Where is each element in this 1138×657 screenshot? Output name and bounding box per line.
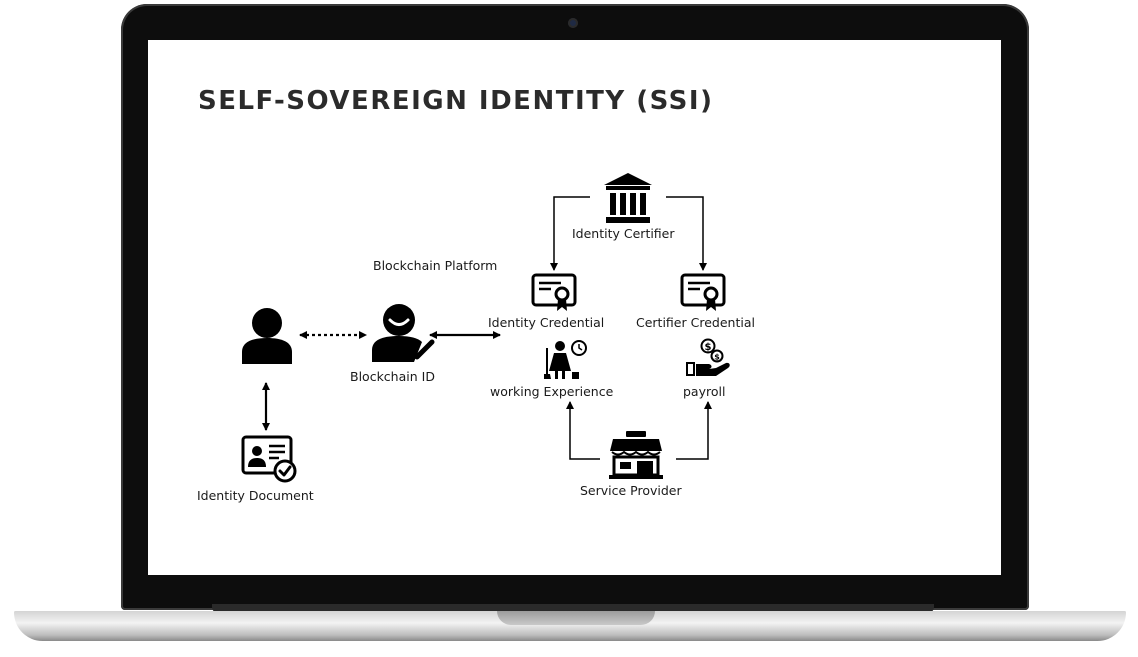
identity-certifier-label: Identity Certifier	[572, 226, 675, 241]
user-silhouette-icon	[242, 308, 292, 364]
working-experience-label: working Experience	[490, 384, 614, 399]
id-card-check-icon	[241, 435, 297, 483]
laptop-hinge	[212, 604, 934, 613]
slide-title: SELF-SOVEREIGN IDENTITY (SSI)	[198, 86, 714, 116]
connector-lines	[262, 196, 712, 460]
bank-building-icon	[604, 173, 652, 223]
blockchain-id-label: Blockchain ID	[350, 369, 435, 384]
laptop-open-notch	[497, 611, 655, 625]
slide-screen: SELF-SOVEREIGN IDENTITY (SSI)	[148, 40, 1001, 575]
identity-document-label: Identity Document	[197, 488, 314, 503]
certificate-icon	[680, 273, 726, 311]
worker-clock-icon	[544, 340, 587, 379]
arrow-provider-to-payroll	[676, 401, 712, 460]
service-provider-label: Service Provider	[580, 483, 682, 498]
certificate-icon	[531, 273, 577, 311]
hand-money-icon: $ $	[686, 338, 730, 376]
payroll-label: payroll	[683, 384, 726, 399]
webcam	[568, 18, 578, 28]
arrow-provider-to-experience	[566, 401, 600, 460]
identity-credential-label: Identity Credential	[488, 315, 605, 330]
arrow-certifier-to-certifier-credential	[666, 196, 707, 271]
svg-text:$: $	[714, 353, 720, 362]
arrow-certifier-to-identity-credential	[550, 196, 590, 271]
svg-text:$: $	[705, 342, 712, 353]
certifier-credential-label: Certifier Credential	[636, 315, 755, 330]
verified-user-icon	[372, 304, 435, 362]
storefront-icon	[609, 431, 663, 479]
blockchain-platform-label: Blockchain Platform	[373, 258, 498, 273]
